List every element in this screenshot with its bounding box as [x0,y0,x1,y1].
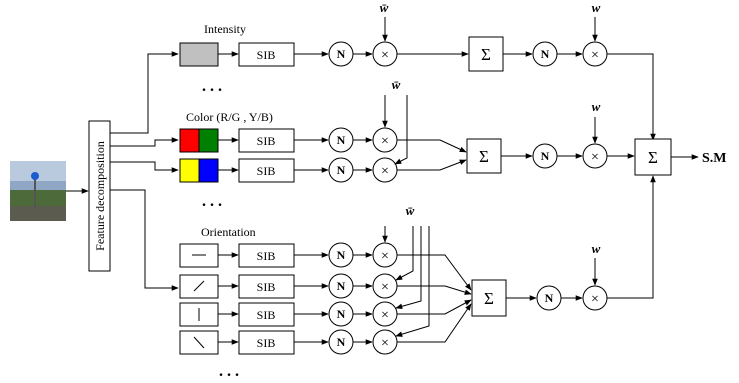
sib-label: SIB [257,48,276,62]
sib-label: SIB [257,308,276,322]
multiply-label: × [381,308,389,323]
orientation-label: Orientation [201,225,256,239]
sum-label: Σ [479,147,489,166]
orientation-glyph-diagonal-left [193,336,205,349]
sum-box-color [466,138,502,174]
orientation-row-3: SIB N × [179,329,398,355]
sum-box-orientation [471,279,507,317]
intensity-label: Intensity [204,22,246,36]
weight-label: w [592,241,601,256]
orientation-row-0: SIB N × [179,242,398,268]
green-swatch [198,128,219,153]
multiply-label: × [381,336,389,351]
normalize-label: N [337,279,346,293]
weight-label: w [592,0,601,15]
normalize-label: N [541,47,550,61]
saliency-map-output: S.M [702,151,727,166]
sib-label: SIB [257,336,276,350]
normalize-label: N [545,291,554,305]
sum-label: Σ [484,289,494,308]
sum-label: Σ [648,148,658,167]
weight-bar-label: w̄ [406,203,415,218]
final-sum-box [634,138,672,176]
sib-label: SIB [257,134,276,148]
orientation-row-2: SIB N × [179,301,398,327]
weight-bar-label: w̄ [392,77,401,92]
multiply-label: × [381,249,389,264]
sib-label: SIB [257,280,276,294]
sib-label: SIB [257,249,276,263]
normalize-label: N [541,149,550,163]
sum-label: Σ [481,45,491,64]
sum-box-intensity [468,36,504,72]
multiply-label: × [591,292,599,307]
normalize-label: N [337,307,346,321]
color-label: Color (R/G , Y/B) [186,110,273,124]
normalize-label: N [337,163,346,177]
orientation-row-1: SIB N × [179,273,398,299]
intensity-swatch [179,42,219,67]
multiply-label: × [381,164,389,179]
multiply-label: × [591,150,599,165]
normalize-label: N [337,133,346,147]
input-image [10,161,66,221]
orientation-glyph-diagonal-right [193,280,205,292]
multiply-label: × [381,48,389,63]
normalize-label: N [337,248,346,262]
feature-decomposition-box [88,120,111,272]
ellipsis: . . . [202,78,222,95]
weight-label: w [592,99,601,114]
weight-bar-label: w̄ [380,0,389,15]
red-swatch [179,128,200,153]
normalize-label: N [337,335,346,349]
multiply-label: × [591,48,599,63]
multiply-label: × [381,280,389,295]
ellipsis: . . . [202,193,222,210]
normalize-label: N [337,47,346,61]
yellow-swatch [179,158,200,183]
sib-label: SIB [257,164,276,178]
blue-swatch [198,158,219,183]
ellipsis: . . . [219,363,239,380]
feature-decomposition-label: Feature decomposition [93,141,107,251]
multiply-label: × [381,134,389,149]
